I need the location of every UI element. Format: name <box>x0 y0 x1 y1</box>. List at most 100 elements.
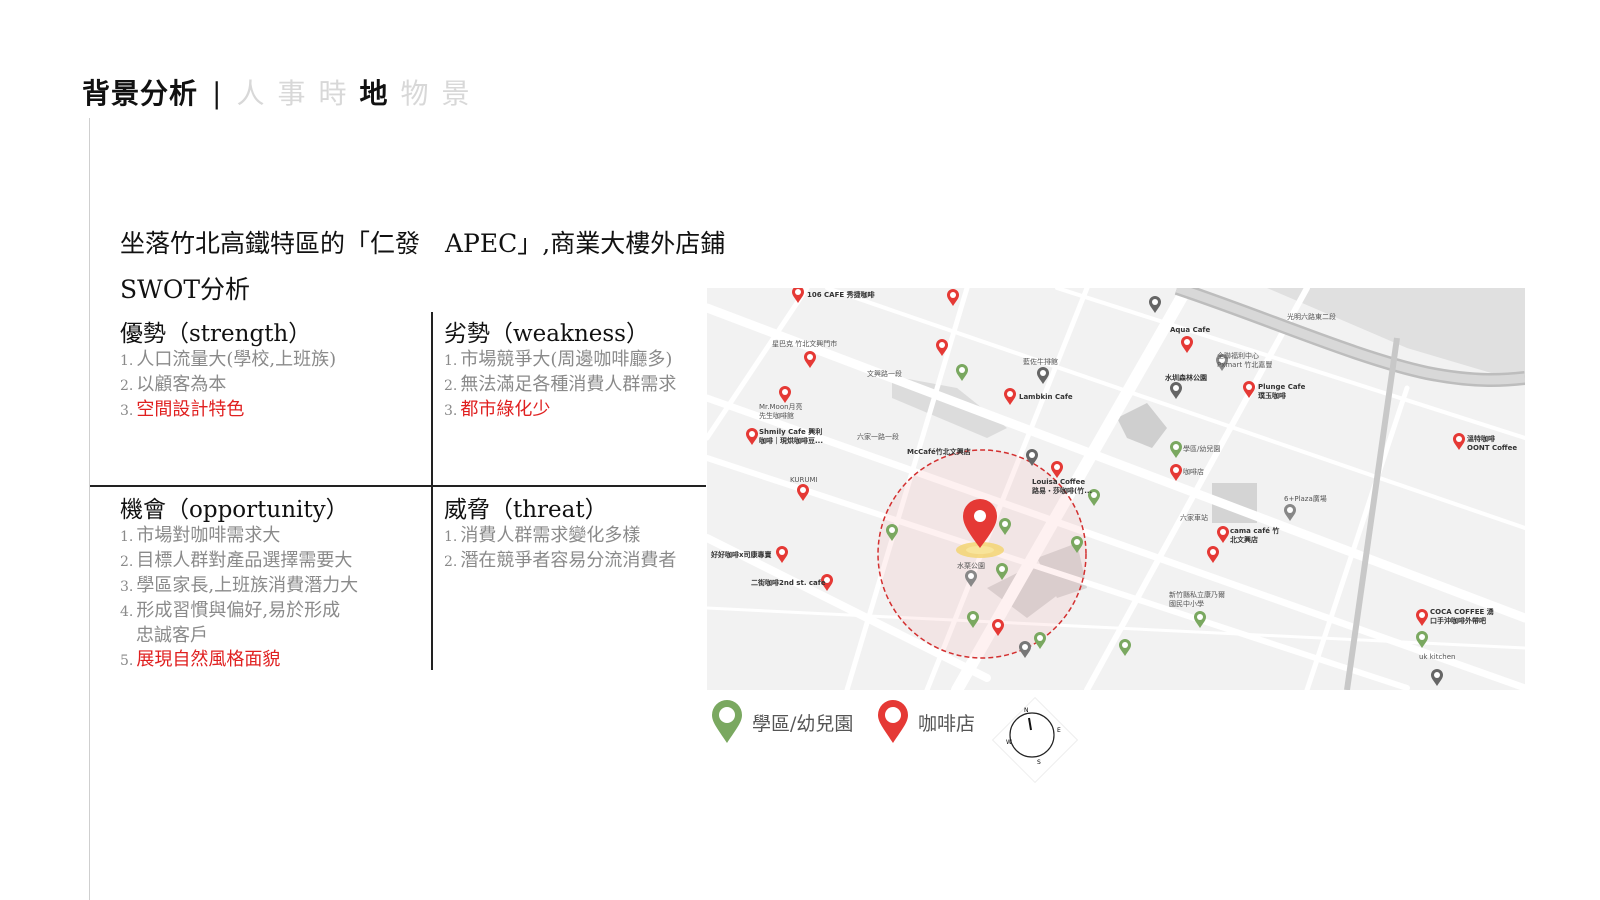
green-pin-icon <box>712 700 742 743</box>
tab-0[interactable]: 人 <box>236 77 266 110</box>
map-label-plunge: Plunge Cafe 璞玉咖啡 <box>1258 383 1306 400</box>
tab-5[interactable]: 景 <box>441 77 471 110</box>
pin-dot <box>1007 391 1013 397</box>
pin-dot <box>950 292 956 298</box>
item-text: 都市綠化少 <box>460 399 551 420</box>
map-label-legend_cafe: 咖啡店 <box>1183 468 1204 476</box>
pin-dot <box>779 549 785 555</box>
map-label-coca: COCA COFFEE 湧 口手沖咖啡外帶吧 <box>1430 608 1494 625</box>
pin-dot <box>824 577 830 583</box>
item-text: 市場對咖啡需求大 <box>136 525 281 546</box>
swot-item: 1.人口流量大(學校,上班族) <box>120 348 336 373</box>
tab-1[interactable]: 事 <box>277 77 307 110</box>
pin-dot <box>1184 339 1190 345</box>
pin-dot <box>1197 614 1203 620</box>
item-text: 形成習慣與偏好,易於形成 <box>136 600 341 621</box>
item-text: 市場競爭大(周邊咖啡廳多) <box>460 349 673 370</box>
legend-cafe: 咖啡店 <box>876 700 975 744</box>
pin-dot <box>1040 370 1046 376</box>
pin-dot <box>1287 507 1293 513</box>
pin-dot <box>1219 357 1225 363</box>
map-label-road3: 六家一路一段 <box>857 433 899 441</box>
title-separator: | <box>212 77 223 110</box>
pin-dot <box>1152 299 1158 305</box>
page-header: 背景分析|人事時地物景 <box>82 72 483 112</box>
swot-item: 2.無法滿足各種消費人群需求 <box>444 373 676 398</box>
map-label-mrmoon: Mr.Moon月亮 先生咖啡館 <box>759 403 803 420</box>
pin-dot <box>970 614 976 620</box>
item-text-continued: 忠誠客戶 <box>136 625 208 646</box>
pin-dot <box>1173 444 1179 450</box>
pin-dot <box>1456 436 1462 442</box>
item-number: 3. <box>120 579 134 595</box>
pin-dot <box>782 389 788 395</box>
swot-vertical-line <box>431 312 433 670</box>
strength-title: 優勢（strength） <box>120 321 312 347</box>
pin-dot <box>1419 612 1425 618</box>
swot-item: 3.都市綠化少 <box>444 398 676 423</box>
map-label-forest: 水圳森林公園 <box>1165 374 1207 382</box>
map-label-louisa: Louisa Coffee 路易・莎咖啡(竹... <box>1032 478 1093 495</box>
vertical-divider <box>89 118 90 900</box>
map-label-starbucks: 星巴克 竹北文興門市 <box>772 340 838 348</box>
pin-dot <box>1419 634 1425 640</box>
swot-item: 4.形成習慣與偏好,易於形成忠誠客戶 <box>120 599 358 648</box>
location-description: 坐落竹北高鐵特區的「仁發 APEC」,商業大樓外店鋪 <box>120 229 726 258</box>
map-label-road2: 文興路一段 <box>867 370 902 378</box>
map-label-uk: uk kitchen <box>1419 653 1456 661</box>
item-number: 1. <box>120 529 134 545</box>
pin-dot <box>1210 549 1216 555</box>
cafe-pin-icon[interactable] <box>792 288 804 303</box>
pin-dot <box>795 289 801 295</box>
item-number: 5. <box>120 653 134 669</box>
item-text: 消費人群需求變化多樣 <box>460 525 641 546</box>
swot-item: 2.目標人群對產品選擇需要大 <box>120 549 358 574</box>
pin-dot <box>800 487 806 493</box>
pin-dot <box>1029 452 1035 458</box>
map-label-aqua: Aqua Cafe <box>1170 326 1211 334</box>
tab-2[interactable]: 時 <box>318 77 348 110</box>
threat-title: 威脅（threat） <box>444 497 608 523</box>
swot-item: 1.消費人群需求變化多樣 <box>444 524 676 549</box>
compass-n: N <box>1024 707 1029 714</box>
map-label-pxmart: 全聯福利中心 Pxmart 竹北嘉豐 <box>1217 352 1273 369</box>
item-text: 無法滿足各種消費人群需求 <box>460 374 677 395</box>
pin-dot <box>749 431 755 437</box>
map-label-station: 六家車站 <box>1180 514 1208 522</box>
pin-dot <box>1220 529 1226 535</box>
map-label-plaza: 6+Plaza廣場 <box>1284 495 1327 503</box>
item-number: 4. <box>120 604 134 620</box>
pin-dot <box>939 342 945 348</box>
map-label-oont: 溫特咖啡 OONT Coffee <box>1467 435 1518 452</box>
pin-dot <box>1434 672 1440 678</box>
item-text: 學區家長,上班族消費潛力大 <box>136 575 359 596</box>
map-label-cafe106: 106 CAFE 秀捷咖啡 <box>807 291 875 299</box>
item-number: 1. <box>120 353 134 369</box>
tab-3[interactable]: 地 <box>359 77 389 110</box>
swot-item: 5.展現自然風格面貌 <box>120 648 358 673</box>
swot-item: 3.學區家長,上班族消費潛力大 <box>120 574 358 599</box>
map-label-haohao: 好好咖啡x司康專賣 <box>711 551 772 559</box>
item-number: 2. <box>444 378 458 394</box>
pin-dot <box>1074 539 1080 545</box>
location-map: 106 CAFE 秀捷咖啡星巴克 竹北文興門市 Mr.Moon月亮 先生咖啡館 Sh… <box>707 288 1525 690</box>
map-label-shmily: Shmily Cafe 興利 咖啡｜現烘咖啡豆... <box>759 428 823 445</box>
map-label-kurumi: KURUMI <box>790 476 818 484</box>
swot-item: 1.市場對咖啡需求大 <box>120 524 358 549</box>
item-number: 3. <box>120 403 134 419</box>
item-number: 1. <box>444 529 458 545</box>
item-text: 目標人群對產品選擇需要大 <box>136 550 353 571</box>
map-label-legend_school: 學區/幼兒園 <box>1183 445 1221 453</box>
tab-4[interactable]: 物 <box>400 77 430 110</box>
swot-item: 3.空間設計特色 <box>120 398 336 423</box>
map-label-school: 新竹縣私立康乃爾 國民中小學 <box>1169 591 1225 608</box>
compass-e: E <box>1057 727 1061 734</box>
pin-dot <box>1173 467 1179 473</box>
weakness-title: 劣勢（weakness） <box>444 321 649 347</box>
map-label-road1: 光明六路東二段 <box>1287 313 1336 321</box>
map-pins <box>746 288 1465 686</box>
pin-dot <box>889 527 895 533</box>
